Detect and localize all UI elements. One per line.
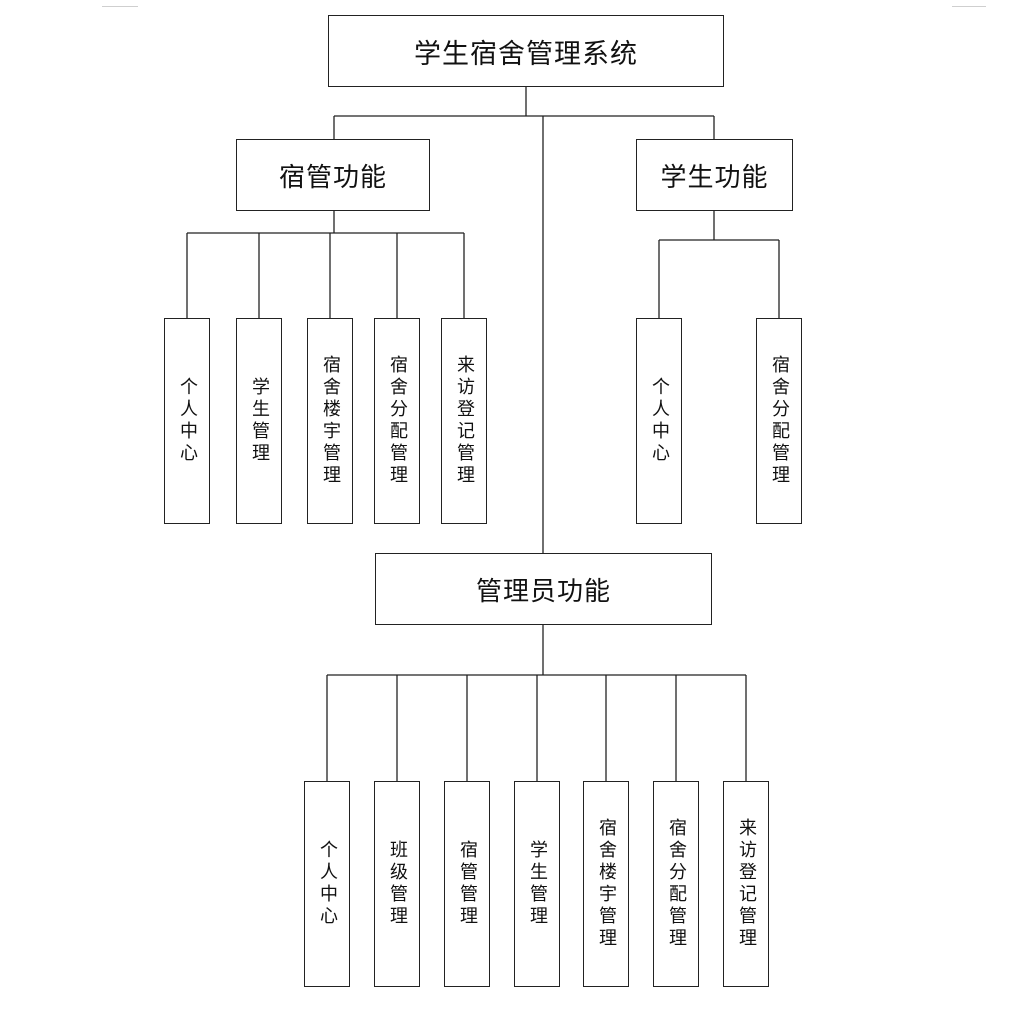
leaf-node: 宿舍分配管理 [756,318,802,524]
leaf-node: 宿管管理 [444,781,490,987]
group-node-dorm-manager: 宿管功能 [236,139,430,211]
page-corner-mark-right [952,0,986,7]
leaf-node-label: 学生管理 [527,840,548,928]
leaf-node: 个人中心 [164,318,210,524]
root-node: 学生宿舍管理系统 [328,15,724,87]
leaf-node-label: 宿舍分配管理 [769,355,790,487]
leaf-node-label: 宿舍楼宇管理 [596,818,617,950]
leaf-node-label: 来访登记管理 [736,818,757,950]
leaf-node-label: 个人中心 [649,377,670,465]
leaf-node: 班级管理 [374,781,420,987]
leaf-node-label: 宿管管理 [457,840,478,928]
leaf-node: 宿舍分配管理 [653,781,699,987]
leaf-node-label: 宿舍楼宇管理 [320,355,341,487]
root-node-label: 学生宿舍管理系统 [414,38,638,70]
group-node-admin: 管理员功能 [375,553,712,625]
leaf-node-label: 班级管理 [387,840,408,928]
leaf-node: 个人中心 [304,781,350,987]
group-node-label: 学生功能 [660,162,769,193]
group-node-label: 管理员功能 [475,576,611,607]
leaf-node: 宿舍楼宇管理 [583,781,629,987]
leaf-node-label: 宿舍分配管理 [666,818,687,950]
leaf-node: 宿舍分配管理 [374,318,420,524]
leaf-node-label: 来访登记管理 [454,355,475,487]
leaf-node: 学生管理 [514,781,560,987]
leaf-node: 来访登记管理 [723,781,769,987]
leaf-node: 个人中心 [636,318,682,524]
leaf-node: 学生管理 [236,318,282,524]
leaf-node: 宿舍楼宇管理 [307,318,353,524]
leaf-node-label: 个人中心 [317,840,338,928]
group-node-label: 宿管功能 [278,162,387,193]
page-corner-mark-left [102,0,138,7]
leaf-node-label: 个人中心 [177,377,198,465]
leaf-node: 来访登记管理 [441,318,487,524]
leaf-node-label: 学生管理 [249,377,270,465]
leaf-node-label: 宿舍分配管理 [387,355,408,487]
group-node-student: 学生功能 [636,139,793,211]
